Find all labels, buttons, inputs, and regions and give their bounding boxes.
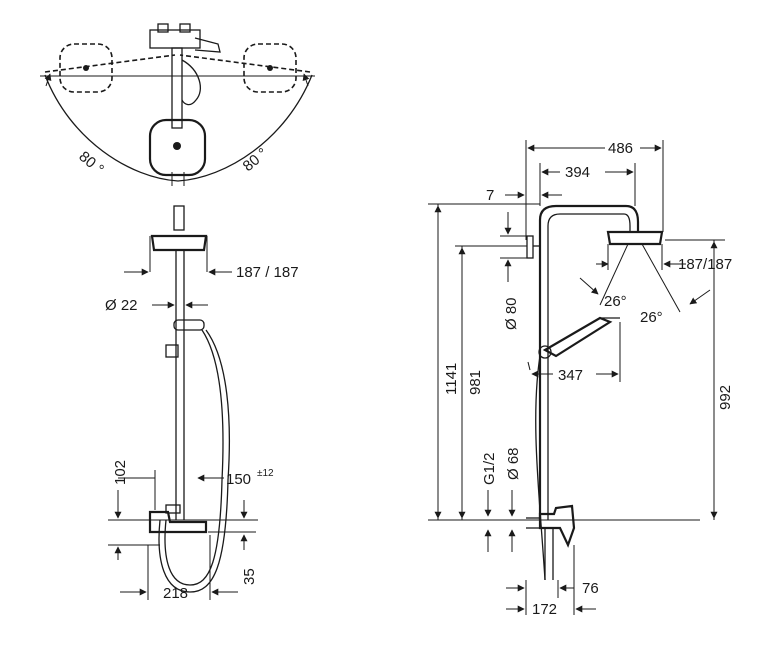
mixer-height-label: 102 (112, 460, 129, 485)
head-dia-label: 187 / 187 (236, 264, 299, 281)
riser-and-arm (538, 204, 640, 520)
mixer-projection-label: 150 (226, 471, 251, 488)
hose-front (164, 329, 224, 586)
hand-shower-front (173, 319, 205, 331)
wall-mount-block (149, 29, 201, 49)
hose-side (535, 355, 546, 581)
outlet-offset-label: 35 (241, 568, 258, 585)
rotation-arc (44, 74, 313, 182)
mixer-projection-tolerance: ±12 (257, 468, 274, 479)
pipe-dia-label: Ø 22 (105, 297, 138, 314)
wall-gap-label: 7 (486, 187, 494, 204)
handshower-reach-label: 347 (558, 367, 583, 384)
top-view: 80 ° 80 ° (40, 23, 315, 186)
mixer-depth-label: 76 (582, 580, 599, 597)
mixer-front (148, 510, 208, 534)
arm-height-label: 981 (467, 370, 484, 395)
slider-front (165, 344, 179, 358)
head-height-label: 992 (717, 385, 734, 410)
side-view: 486 394 7 1141 981 Ø 80 G1/2 Ø 68 992 (428, 140, 734, 618)
head-connector (173, 205, 185, 231)
head-dia-side-label: 187/187 (678, 256, 732, 273)
tilt-left-label: 26° (604, 293, 627, 310)
wall-bracket (526, 235, 534, 259)
front-view: 187 / 187 Ø 22 102 150 ±12 35 218 (105, 205, 299, 602)
overhead-shower-side (606, 230, 664, 246)
escutcheon-dia-label: Ø 68 (505, 447, 522, 480)
mixer-width-label: 172 (532, 601, 557, 618)
shower-head-top (148, 118, 207, 177)
angle-left-label: 80 ° (75, 148, 107, 178)
wall-plate-dia-label: Ø 80 (503, 297, 520, 330)
shower-head-rotated-left (59, 43, 113, 93)
hose-top (181, 59, 201, 106)
mixer-lever-top (194, 37, 221, 53)
centres-label: 218 (163, 585, 188, 602)
shower-head-rotated-right (243, 43, 297, 93)
overhead-shower-front (150, 234, 208, 252)
reach-arm-label: 394 (565, 164, 590, 181)
mixer-side (538, 504, 576, 548)
tilt-right-label: 26° (640, 309, 663, 326)
angle-right-label: 80 ° (240, 145, 272, 175)
hand-shower-side (542, 316, 613, 358)
shower-arm-top (171, 47, 183, 129)
thread-label: G1/2 (481, 452, 498, 485)
total-height-label: 1141 (443, 363, 460, 395)
reach-overall-label: 486 (608, 140, 633, 157)
